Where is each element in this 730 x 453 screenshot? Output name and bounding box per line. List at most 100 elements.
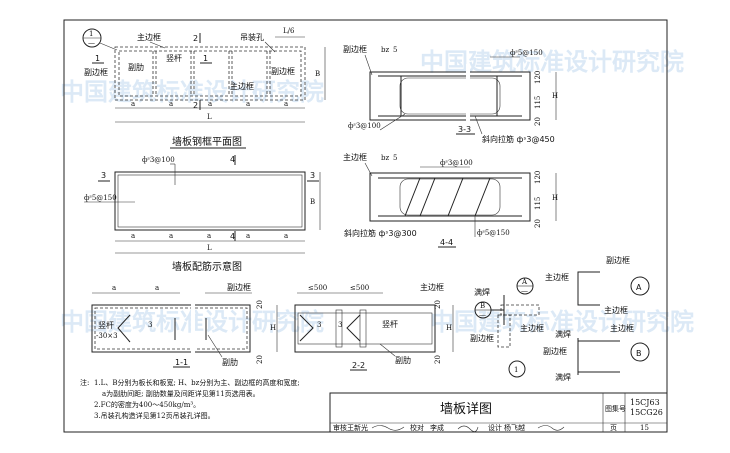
svg-text:1: 1 [89,30,93,38]
svg-text:20: 20 [256,300,264,309]
svg-text:主边框: 主边框 [545,272,569,282]
svg-text:15: 15 [640,424,649,432]
svg-text:注:: 注: [80,378,89,387]
svg-text:吊装孔: 吊装孔 [240,32,264,42]
svg-text:竖杆: 竖杆 [382,319,398,329]
svg-text:a: a [155,284,159,292]
svg-text:фˢ5@150: фˢ5@150 [510,49,543,57]
svg-text:a: a [246,100,250,108]
checker-signature [457,425,479,432]
svg-text:李成: 李成 [430,423,444,432]
svg-text:120: 120 [534,171,542,184]
detail-b: 满焊 主边框 副边框 满焊 B [543,323,650,382]
svg-text:满焊: 满焊 [474,287,490,297]
svg-text:a: a [169,100,173,108]
svg-text:—: — [521,287,528,295]
svg-text:主边框: 主边框 [137,32,161,42]
svg-text:—: — [479,311,486,319]
svg-text:a: a [208,100,212,108]
svg-text:a: a [131,232,135,240]
svg-text:120: 120 [534,71,542,84]
svg-text:фˢ3@100: фˢ3@100 [348,122,381,130]
svg-text:B: B [315,70,320,78]
svg-text:H: H [552,194,558,202]
svg-text:5: 5 [393,46,397,54]
svg-text:4: 4 [230,155,235,164]
svg-text:主边框: 主边框 [610,323,634,333]
svg-text:王新光: 王新光 [347,423,368,432]
svg-text:L/6: L/6 [283,27,295,35]
svg-text:фˢ3@100: фˢ3@100 [142,156,175,164]
svg-text:1-1: 1-1 [175,358,188,367]
svg-text:a: a [112,284,116,292]
svg-text:杨飞越: 杨飞越 [504,423,525,432]
svg-text:bz: bz [381,154,389,162]
svg-text:A: A [521,278,528,286]
svg-text:副边框: 副边框 [271,66,295,76]
svg-text:4: 4 [230,232,235,241]
svg-text:B: B [480,302,485,310]
svg-text:B: B [636,349,642,358]
svg-text:H: H [446,324,452,332]
notes: 注: 1.L、B分别为板长和板宽; H、bz分别为主、副边框的高度和宽度; a为… [80,378,300,420]
svg-text:竖杆: 竖杆 [166,53,182,63]
svg-text:1: 1 [203,54,208,63]
svg-text:3: 3 [148,321,152,329]
svg-text:15CJ63: 15CJ63 [630,398,660,407]
svg-text:5: 5 [393,154,397,162]
section-3-3: 副边框 bz 5 фˢ5@150 фˢ3@100 斜向拉筋 фˢ3@450 3-… [343,44,558,144]
svg-text:图集号: 图集号 [605,404,626,413]
svg-text:20: 20 [434,300,442,309]
svg-text:副肋: 副肋 [395,355,411,365]
svg-text:3: 3 [338,321,342,329]
detail-a: 主边框 副边框 A 主边框 [545,255,650,315]
svg-text:主边框: 主边框 [520,323,544,333]
section-2-2: ≤500 ≤500 3 3 竖杆 副肋 主边框 2-2 H 20 20 [294,282,454,371]
svg-text:2-2: 2-2 [352,361,365,370]
svg-text:设计: 设计 [488,423,502,432]
svg-text:115: 115 [534,96,542,109]
svg-text:副边框: 副边框 [543,346,567,356]
svg-text:115: 115 [534,197,542,210]
svg-text:副边框: 副边框 [227,282,251,292]
svg-text:фˢ5@150: фˢ5@150 [84,194,117,202]
svg-text:校对: 校对 [410,423,424,432]
svg-text:副边框: 副边框 [606,255,630,265]
plan-view-title: 墙板钢框平面图 [172,135,242,148]
svg-text:副肋: 副肋 [128,62,144,72]
svg-text:竖杆: 竖杆 [98,320,114,330]
drawing-title: 墙板详图 [440,402,492,417]
plan-view: 1 — 主边框 2 吊装孔 L/6 1 副边框 副肋 竖杆 1 副边框 主边框 … [82,27,326,149]
svg-text:主边框: 主边框 [230,81,254,91]
svg-text:L: L [207,113,212,121]
svg-text:20: 20 [534,219,542,228]
svg-text:审核: 审核 [333,423,347,432]
svg-text:中国建筑标准设计研究院: 中国建筑标准设计研究院 [420,48,684,76]
svg-text:4-4: 4-4 [440,238,453,247]
svg-text:1: 1 [514,366,518,374]
svg-text:a: a [284,100,288,108]
svg-text:—: — [88,39,95,47]
svg-text:-30×3: -30×3 [96,332,118,340]
svg-text:中国建筑标准设计研究院: 中国建筑标准设计研究院 [60,78,324,106]
svg-text:主边框: 主边框 [604,305,628,315]
svg-text:副边框: 副边框 [343,44,367,54]
detail-1: A — B — 满焊 副边框 主边框 1 [470,277,544,378]
svg-text:主边框: 主边框 [420,282,444,292]
svg-text:3.吊装孔构造详见第12页吊装孔详图。: 3.吊装孔构造详见第12页吊装孔详图。 [94,411,215,420]
svg-text:页: 页 [610,424,617,432]
svg-text:3: 3 [310,171,315,180]
section-1-1: a a 竖杆 -30×3 3 副边框 副肋 1-1 H 20 20 [91,282,278,368]
svg-text:a: a [284,232,288,240]
svg-text:副肋: 副肋 [222,357,238,367]
svg-text:1: 1 [95,54,100,63]
svg-text:фˢ3@100: фˢ3@100 [440,159,473,167]
svg-text:1.L、B分别为板长和板宽; H、bz分别为主、副边框的高度: 1.L、B分别为板长和板宽; H、bz分别为主、副边框的高度和宽度; [94,378,300,387]
svg-text:15CG26: 15CG26 [630,408,663,417]
svg-text:3: 3 [101,171,106,180]
svg-text:2: 2 [193,34,198,43]
svg-text:A: A [636,283,642,292]
svg-text:2: 2 [193,101,198,110]
rebar-view-title: 墙板配筋示意图 [172,260,242,273]
